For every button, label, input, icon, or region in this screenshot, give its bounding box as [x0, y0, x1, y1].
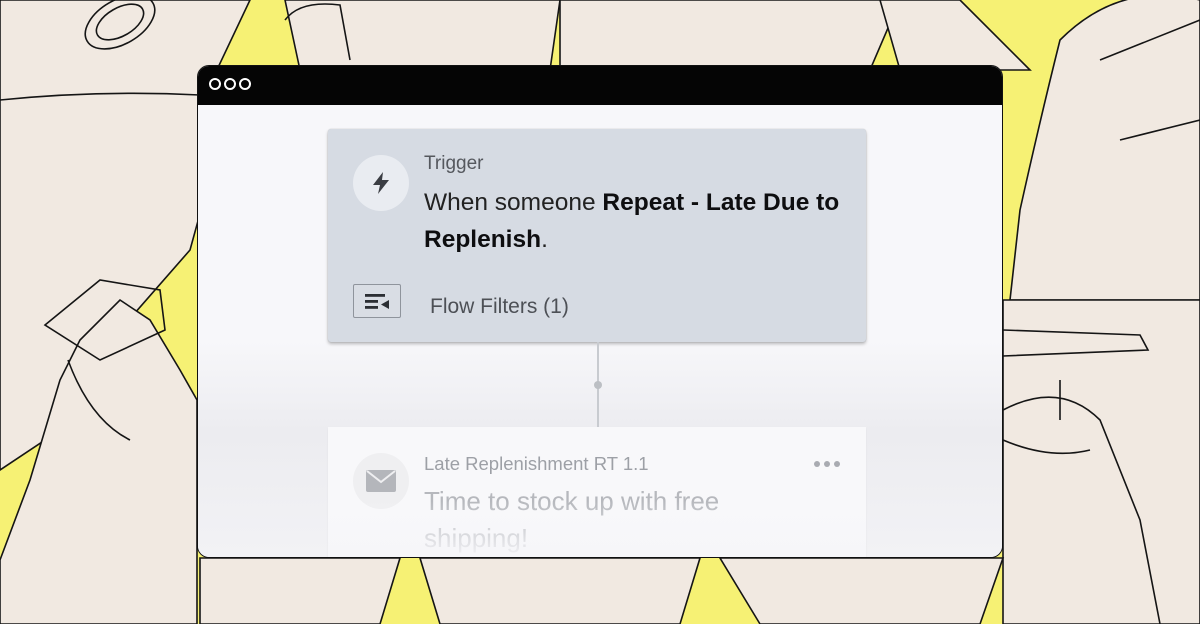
email-name: Late Replenishment RT 1.1 [424, 453, 649, 474]
flow-canvas: Trigger When someone Repeat - Late Due t… [198, 105, 1002, 557]
trigger-metric-name: Repeat - Late Due to Replenish [424, 189, 840, 253]
filter-list-icon [365, 294, 389, 309]
email-action-card[interactable]: Late Replenishment RT 1.1 Time to stock … [328, 427, 866, 557]
flow-filters-label[interactable]: Flow Filters (1) [430, 295, 569, 318]
ellipsis-icon[interactable] [814, 461, 844, 469]
trigger-label: Trigger [424, 153, 484, 174]
window-titlebar [198, 66, 1002, 105]
lightning-bolt-icon [353, 155, 409, 211]
window-control-dot-icon[interactable] [209, 78, 221, 90]
window-control-dot-icon[interactable] [239, 78, 251, 90]
trigger-card[interactable]: Trigger When someone Repeat - Late Due t… [328, 129, 866, 342]
envelope-icon [353, 453, 409, 509]
window-control-dot-icon[interactable] [224, 78, 236, 90]
fade-overlay [328, 501, 866, 557]
flow-connector-dot[interactable] [594, 381, 602, 389]
trigger-text-suffix: . [541, 226, 548, 253]
browser-window: Trigger When someone Repeat - Late Due t… [197, 65, 1003, 558]
trigger-text-prefix: When someone [424, 189, 603, 216]
trigger-description: When someone Repeat - Late Due to Replen… [424, 184, 844, 258]
flow-filters-button[interactable] [353, 284, 401, 318]
